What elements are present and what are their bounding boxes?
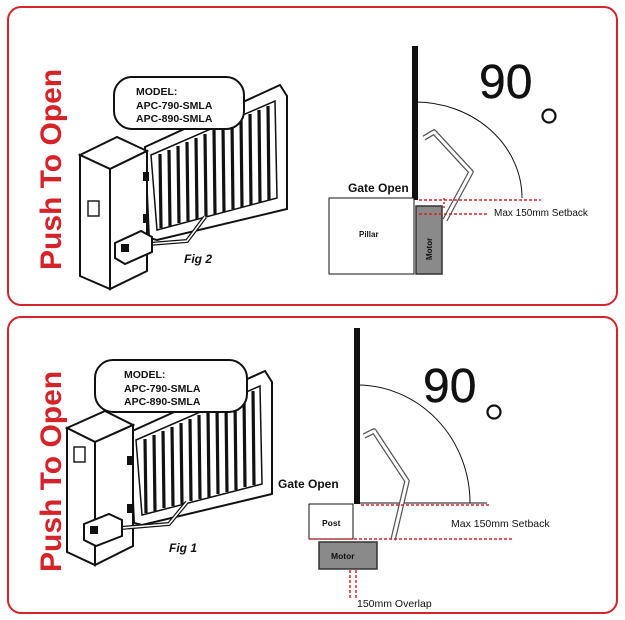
swing-arc — [356, 384, 471, 504]
gate-slats — [158, 105, 271, 229]
gate-open-label: Gate Open — [348, 181, 409, 195]
pillar-block — [328, 197, 415, 275]
overlap-label: 150mm Overlap — [357, 598, 432, 610]
hinge-icon — [143, 214, 149, 223]
control-box-icon — [73, 446, 86, 463]
gate-open-label: Gate Open — [278, 477, 339, 491]
installation-panel-fig1: Push To Open — [7, 316, 618, 614]
control-box-icon — [87, 200, 100, 217]
pillar-label: Pillar — [359, 230, 379, 239]
pillar-front — [79, 153, 111, 291]
fig1-plan-view: 90 Gate Open Post Motor Max 150mm Setbac… — [278, 328, 550, 610]
motor-label: Motor — [331, 551, 355, 561]
figure-label: Fig 2 — [184, 252, 212, 266]
pillar-side — [109, 149, 148, 291]
swing-arc — [414, 101, 523, 199]
motor-block — [318, 541, 378, 570]
setback-label: Max 150mm Setback — [494, 208, 589, 219]
hinge-icon — [127, 456, 133, 465]
angle-label: 90 — [423, 360, 476, 413]
post-block — [308, 503, 354, 540]
motor-cap — [121, 244, 129, 252]
fig1-diagram: MODEL: APC-790-SMLA APC-890-SMLA Fig 1 9… — [64, 328, 550, 610]
gate-slats — [143, 390, 256, 514]
model-label: MODEL: — [124, 369, 165, 381]
model-label: MODEL: — [136, 86, 177, 98]
model-name: APC-890-SMLA — [124, 396, 201, 408]
model-callout — [113, 76, 245, 130]
fig2-diagram: MODEL: APC-790-SMLA APC-890-SMLA Fig 2 9… — [77, 46, 589, 291]
hinge-icon — [127, 504, 133, 513]
motor-label: Motor — [425, 238, 434, 260]
setback-label: Max 150mm Setback — [451, 518, 550, 530]
model-name: APC-890-SMLA — [136, 113, 213, 125]
angle-label: 90 — [479, 56, 532, 109]
model-callout — [94, 359, 248, 413]
model-name: APC-790-SMLA — [136, 100, 213, 112]
model-name: APC-790-SMLA — [124, 383, 201, 395]
fig2-illustration: MODEL: APC-790-SMLA APC-890-SMLA Fig 2 — [77, 76, 288, 291]
motor-unit — [114, 229, 153, 266]
degree-icon — [541, 108, 557, 124]
figure-label: Fig 1 — [169, 541, 197, 555]
hinge-icon — [143, 172, 149, 181]
degree-icon — [486, 404, 502, 420]
motor-cap — [90, 526, 98, 534]
gate-leaf — [354, 328, 360, 504]
installation-panel-fig2: Push To Open — [7, 6, 618, 306]
post-label: Post — [322, 518, 341, 528]
fig2-plan-view: 90 Gate Open Pillar Motor Max 150mm Setb… — [328, 46, 589, 275]
motor-unit — [83, 512, 123, 548]
motor-block — [415, 205, 443, 275]
fig1-illustration: MODEL: APC-790-SMLA APC-890-SMLA Fig 1 — [64, 359, 273, 567]
gate-leaf — [412, 46, 418, 200]
